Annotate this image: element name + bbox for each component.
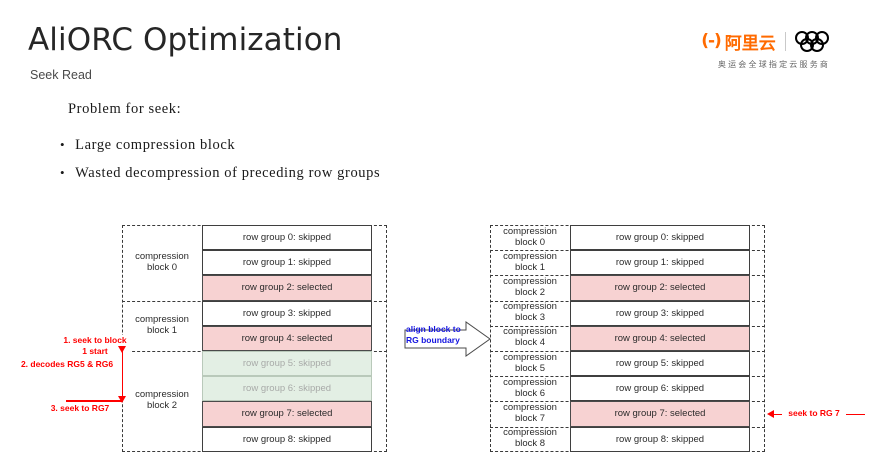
left-row-group-5: row group 5: skipped [202,351,372,377]
left-row-group-2: row group 2: selected [202,275,372,301]
alibaba-cloud-logo: (-) 阿里云 奥运会全球指定云服务商 [684,26,864,74]
right-row-group-7: row group 7: selected [570,401,750,427]
left-row-group-0: row group 0: skipped [202,225,372,251]
right-row-group-3: row group 3: skipped [570,300,750,326]
aliyun-mark-icon: (-) [701,31,722,51]
right-row-group-2: row group 2: selected [570,275,750,301]
olympic-rings-icon [794,30,847,52]
right-row-group-0: row group 0: skipped [570,225,750,251]
left-row-group-8: row group 8: skipped [202,426,372,452]
logo-row: (-) 阿里云 [684,26,864,56]
seek-annotation-2: 3. seek to RG7 [40,403,120,415]
right-row-group-6: row group 6: skipped [570,376,750,402]
left-row-group-4: row group 4: selected [202,325,372,351]
page-title: AliORC Optimization [28,22,343,58]
bullet-item-1: • Wasted decompression of preceding row … [60,165,380,182]
seek-arrow-down-1 [118,346,126,353]
seek-annotation-line-2 [66,400,122,402]
seek-arrow-down-2 [118,396,126,404]
left-row-group-1: row group 1: skipped [202,250,372,276]
right-row-group-8: row group 8: skipped [570,426,750,452]
right-row-group-4: row group 4: selected [570,325,750,351]
left-row-group-6: row group 6: skipped [202,376,372,402]
problem-heading: Problem for seek: [68,101,182,117]
left-row-group-7: row group 7: selected [202,401,372,427]
page-subtitle: Seek Read [30,68,92,82]
bullet-dot-icon: • [60,165,66,180]
right-row-group-5: row group 5: skipped [570,351,750,377]
right-seek-annotation: seek to RG 7 [782,408,846,419]
seek-annotation-0: 1. seek to block 1 start [60,335,130,357]
bullet-label: Wasted decompression of preceding row gr… [75,165,381,181]
left-row-group-3: row group 3: skipped [202,300,372,326]
transition-label: align block to RG boundary [406,324,461,346]
right-seek-arrow-left [767,410,774,418]
seek-annotation-1: 2. decodes RG5 & RG6 [18,359,116,370]
bullet-item-0: • Large compression block [60,137,235,154]
logo-tagline: 奥运会全球指定云服务商 [717,60,831,69]
aliyun-brand-label: 阿里云 [724,33,776,54]
block-arrow-icon [404,321,491,357]
right-row-group-1: row group 1: skipped [570,250,750,276]
aliyun-wordmark: (-) 阿里云 [701,29,776,54]
bullet-label: Large compression block [75,137,236,153]
logo-divider [784,31,786,51]
seek-annotation-vertical [121,351,123,402]
transition-block-arrow: align block to RG boundary [404,320,492,358]
bullet-dot-icon: • [60,137,66,152]
